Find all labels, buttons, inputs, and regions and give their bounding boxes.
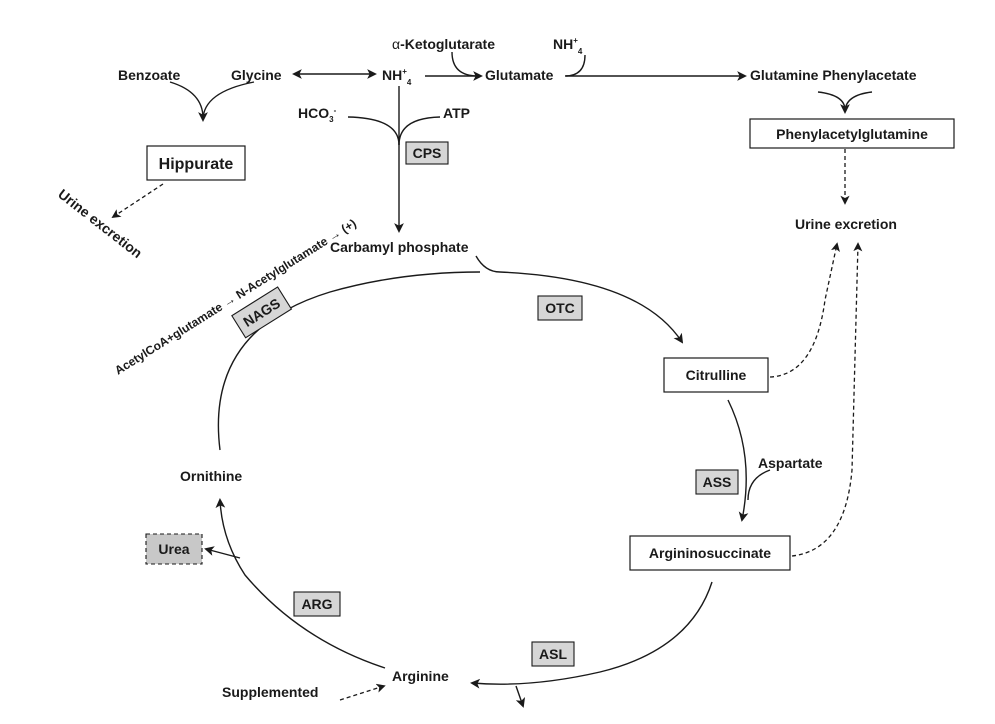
asl-enzyme-label: ASL <box>539 646 567 662</box>
cps-enzyme-label: CPS <box>413 145 442 161</box>
nh4-right-label: NH+4 <box>553 36 583 56</box>
alpha-ketoglutarate-label: α-Ketoglutarate <box>392 36 495 52</box>
arg-to-urea-arrow <box>204 546 241 559</box>
nh4-center-sup: + <box>402 67 407 76</box>
benzoate-merge-line <box>169 81 204 119</box>
urine-excretion-right-label: Urine excretion <box>795 216 897 232</box>
ass-enzyme-box <box>695 469 739 495</box>
ornithine-label: Ornithine <box>180 468 242 484</box>
phenylacetylglutamine-box <box>749 118 955 149</box>
arg-enzyme-label: ARG <box>301 596 332 612</box>
benzoate-label: Benzoate <box>118 67 180 83</box>
asl-enzyme-box <box>531 641 575 667</box>
otc-enzyme-label: OTC <box>545 300 575 316</box>
hco3-sub: 3 <box>329 115 334 124</box>
glycine-merge-arrow <box>198 81 255 122</box>
aspartate-label: Aspartate <box>758 455 823 471</box>
ornithine-to-carbamyl-arc <box>217 271 481 451</box>
argininosuccinate-urine-arrow <box>791 242 863 557</box>
atp-join-line <box>398 116 441 146</box>
asl-side-arrow <box>515 685 526 708</box>
carbamyl-phosphate-label: Carbamyl phosphate <box>330 239 469 255</box>
urine-excretion-left-label: Urine excretion <box>55 186 145 261</box>
glutamine-merge-line <box>817 91 846 111</box>
nh4-center-text: NH <box>382 67 402 83</box>
ketoglutarate-text: -Ketoglutarate <box>400 36 495 52</box>
nh4-right-sup: + <box>573 36 578 45</box>
arg-enzyme-box <box>293 591 341 617</box>
hco3-text: HCO <box>298 105 329 121</box>
nh4-center-label: NH+4 <box>382 67 412 87</box>
hco3-join-line <box>347 116 400 146</box>
urea-label: Urea <box>158 541 189 557</box>
atp-label: ATP <box>443 105 470 121</box>
hippurate-urine-arrow <box>111 183 164 219</box>
supplemented-label: Supplemented <box>222 684 318 700</box>
nh4-right-sub: 4 <box>578 47 583 56</box>
supplemented-arrow <box>339 683 386 701</box>
argininosuccinate-to-arginine-arrow <box>470 581 713 689</box>
arginine-to-ornithine-arrow <box>215 498 386 669</box>
argininosuccinate-label: Argininosuccinate <box>649 545 771 561</box>
hippurate-box <box>146 145 246 181</box>
nags-reaction-label: AcetylCoA+glutamate → N-Acetylglutamate … <box>112 216 359 377</box>
aspartate-join-line <box>747 469 771 501</box>
hco3-label: HCO3- <box>298 105 337 124</box>
hippurate-label: Hippurate <box>159 156 234 173</box>
argininosuccinate-box <box>629 535 791 571</box>
ass-enzyme-label: ASS <box>703 474 732 490</box>
citrulline-to-argininosuccinate-arrow <box>727 399 749 522</box>
nh4-join-line <box>564 54 586 77</box>
cps-enzyme-box <box>405 141 449 165</box>
glutamine-phenylacetate-label: Glutamine Phenylacetate <box>750 67 917 83</box>
carbamyl-to-citrulline-arrow <box>475 255 684 344</box>
hco3-sup: - <box>334 106 337 115</box>
glycine-label: Glycine <box>231 67 282 83</box>
phenylacetylglutamine-label: Phenylacetylglutamine <box>776 126 928 142</box>
arginine-label: Arginine <box>392 668 449 684</box>
urea-box <box>145 533 203 565</box>
ketoglutarate-join-line <box>451 51 479 77</box>
nh4-right-text: NH <box>553 36 573 52</box>
citrulline-urine-arrow <box>769 242 840 378</box>
alpha-symbol: α <box>392 36 400 52</box>
glutamate-label: Glutamate <box>485 67 554 83</box>
nags-enzyme-box <box>231 286 293 339</box>
otc-enzyme-box <box>537 295 583 321</box>
nh4-center-sub: 4 <box>407 78 412 87</box>
citrulline-label: Citrulline <box>686 367 747 383</box>
phenylacetate-merge-arrow <box>840 91 873 114</box>
citrulline-box <box>663 357 769 393</box>
